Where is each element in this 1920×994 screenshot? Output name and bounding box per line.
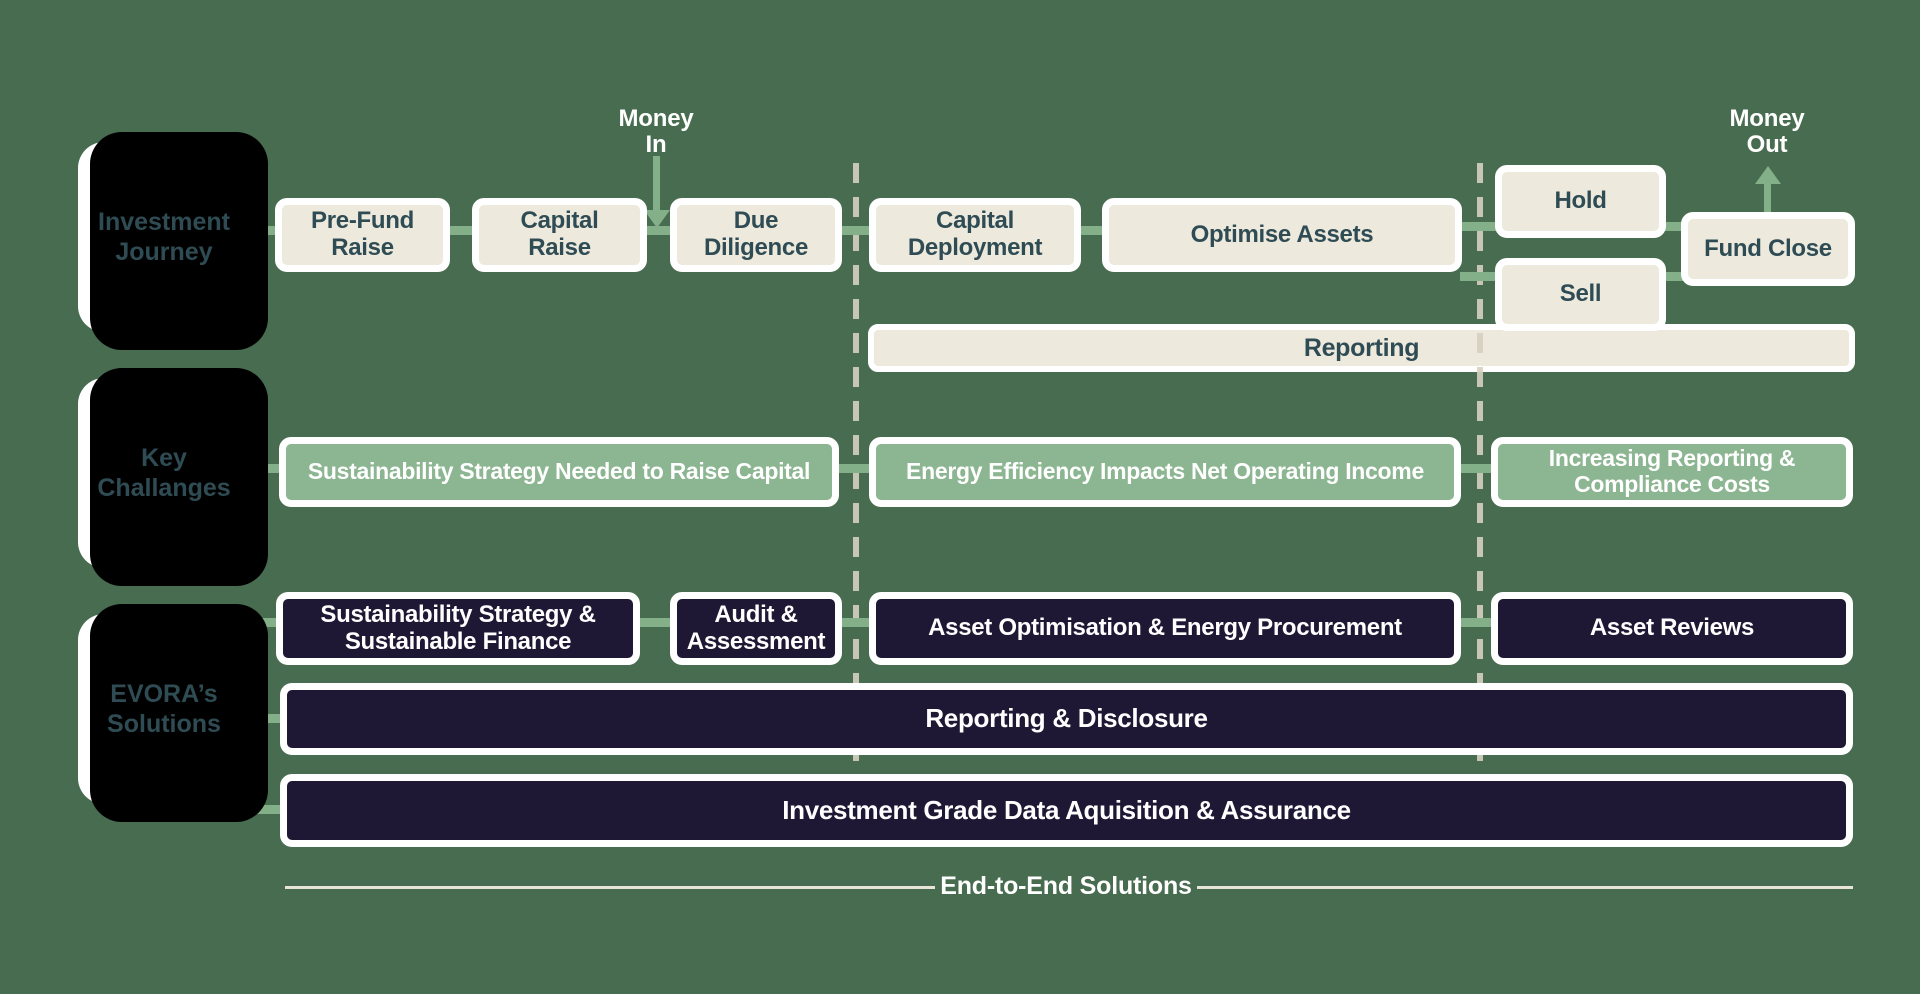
end-to-end-line-right [1197, 886, 1853, 889]
connector [1461, 464, 1493, 473]
reporting-span-bar: Reporting [868, 324, 1855, 372]
connector [1461, 618, 1493, 627]
dashed-divider-right [1477, 163, 1483, 800]
connector [1460, 272, 1497, 281]
sidebar-card-label: Key Challanges [97, 444, 231, 502]
reporting-span-label: Reporting [1303, 333, 1420, 362]
stage-box-capital-deployment: Capital Deployment [869, 198, 1081, 272]
stage-box-optimise-assets: Optimise Assets [1102, 198, 1462, 272]
stage-box-capital-raise: Capital Raise [472, 198, 647, 272]
money-out-arrow-icon [1764, 183, 1771, 212]
connector [645, 226, 672, 235]
sidebar-card-key-challenges: Key Challanges [78, 368, 268, 586]
connector [640, 618, 672, 627]
end-to-end-line-left [285, 886, 935, 889]
money-out-label: Money Out [1729, 105, 1805, 158]
solution-label: Audit & Assessment [686, 600, 826, 655]
money-in-label: Money In [618, 105, 694, 158]
solution-label: Asset Optimisation & Energy Procurement [928, 614, 1402, 642]
connector [1460, 222, 1497, 231]
solution-box-asset-reviews: Asset Reviews [1491, 592, 1853, 665]
challenge-box-reporting-costs: Increasing Reporting & Compliance Costs [1491, 437, 1853, 507]
end-to-end-label: End-to-End Solutions [940, 872, 1192, 900]
stage-box-pre-fund-raise: Pre-Fund Raise [275, 198, 450, 272]
solution-box-audit-assessment: Audit & Assessment [670, 592, 842, 665]
stage-box-hold: Hold [1495, 165, 1666, 238]
solution-label: Asset Reviews [1589, 614, 1755, 642]
solution-box-sustainability-strategy-finance: Sustainability Strategy & Sustainable Fi… [276, 592, 640, 665]
stage-label: Sell [1559, 280, 1602, 308]
solution-bar-data-aquisition-assurance: Investment Grade Data Aquisition & Assur… [280, 774, 1853, 847]
sidebar-card-investment-journey: Investment Journey [78, 132, 268, 350]
solution-label: Sustainability Strategy & Sustainable Fi… [320, 600, 596, 655]
money-in-arrowhead-icon [644, 210, 670, 228]
connector [842, 226, 871, 235]
connector [1079, 226, 1104, 235]
dashed-divider-left [853, 163, 859, 800]
stage-label: Due Diligence [704, 207, 808, 261]
stage-label: Fund Close [1704, 234, 1832, 262]
stage-label: Pre-Fund Raise [311, 207, 414, 261]
solution-bar-label: Investment Grade Data Aquisition & Assur… [782, 794, 1351, 825]
sidebar-card-evora-solutions: EVORA’s Solutions [78, 604, 268, 822]
solution-box-asset-optimisation: Asset Optimisation & Energy Procurement [869, 592, 1461, 665]
stage-label: Hold [1554, 187, 1607, 215]
connector [250, 805, 282, 814]
money-in-arrow-icon [653, 156, 660, 212]
stage-label: Capital Raise [520, 207, 599, 261]
stage-label: Optimise Assets [1190, 220, 1374, 248]
stage-box-fund-close: Fund Close [1681, 212, 1855, 286]
connector [842, 618, 871, 627]
stage-box-sell: Sell [1495, 258, 1666, 331]
challenge-box-energy-efficiency: Energy Efficiency Impacts Net Operating … [869, 437, 1461, 507]
connector [1664, 222, 1683, 231]
connector [450, 226, 474, 235]
connector [1664, 272, 1683, 281]
solution-bar-label: Reporting & Disclosure [925, 703, 1208, 734]
stage-label: Capital Deployment [907, 207, 1043, 261]
sidebar-card-label: EVORA’s Solutions [107, 680, 221, 738]
challenge-label: Increasing Reporting & Compliance Costs [1548, 445, 1796, 497]
connector [839, 464, 871, 473]
challenge-label: Energy Efficiency Impacts Net Operating … [906, 458, 1424, 485]
solution-bar-reporting-disclosure: Reporting & Disclosure [280, 683, 1853, 755]
stage-box-due-diligence: Due Diligence [670, 198, 842, 272]
challenge-box-sustainability-strategy: Sustainability Strategy Needed to Raise … [279, 437, 839, 507]
sidebar-card-label: Investment Journey [98, 208, 230, 266]
challenge-label: Sustainability Strategy Needed to Raise … [307, 458, 811, 485]
money-out-arrowhead-icon [1755, 166, 1781, 184]
